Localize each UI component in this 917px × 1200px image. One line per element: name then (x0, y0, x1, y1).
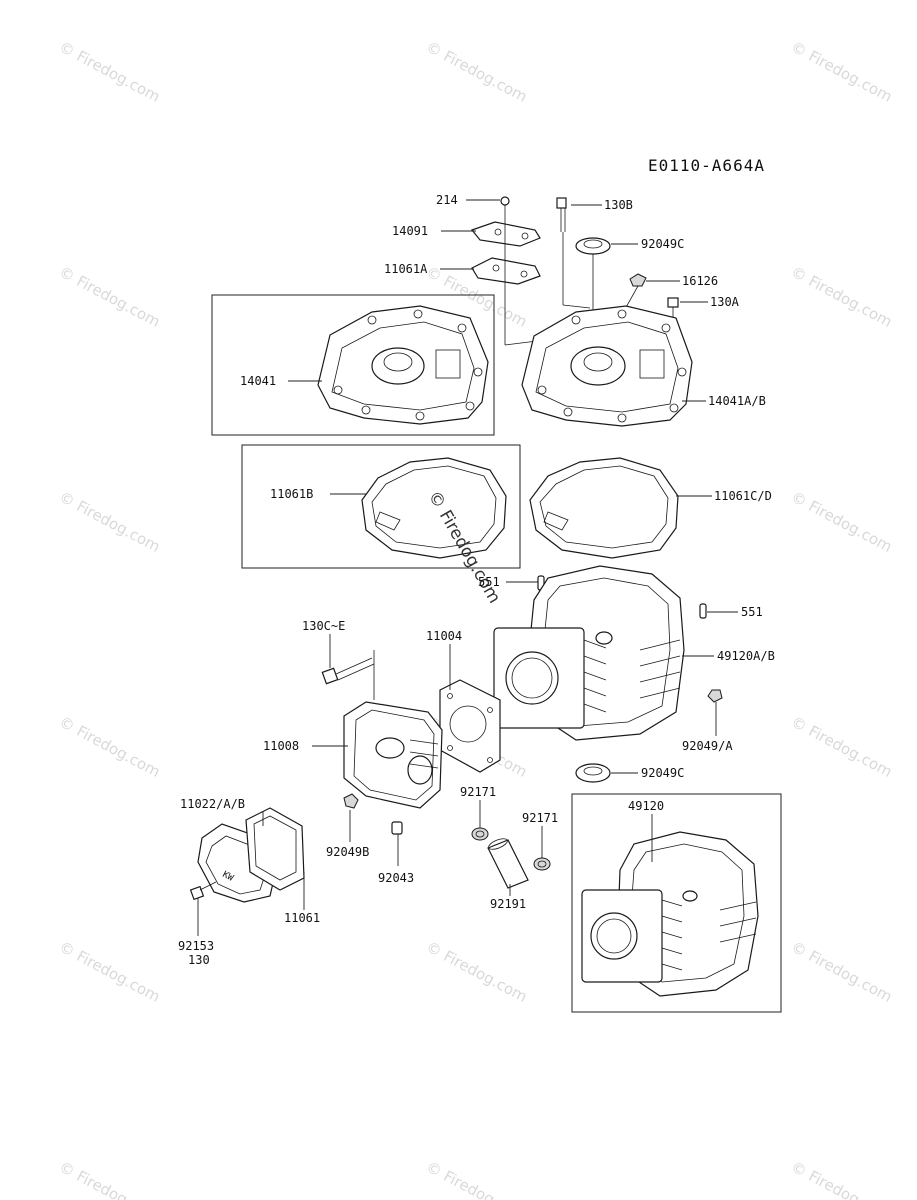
inset-frame-14041 (211, 294, 495, 436)
watermark: © Firedog.com (56, 938, 163, 1006)
label-92049C-top[interactable]: 92049C (641, 237, 684, 251)
label-130[interactable]: 130 (188, 953, 210, 967)
label-130B[interactable]: 130B (604, 198, 633, 212)
watermark: © Firedog.com (788, 488, 895, 556)
dowel-pin-551-right-part (699, 603, 707, 619)
oil-seal-92049C-bottom-part (575, 763, 611, 783)
bolt-214-part (500, 196, 510, 220)
inset-frame-49120 (571, 793, 782, 1013)
crankcase-49120-part (581, 831, 759, 997)
label-14041AB[interactable]: 14041A/B (708, 394, 766, 408)
label-92171-a[interactable]: 92171 (460, 785, 496, 799)
label-92153[interactable]: 92153 (178, 939, 214, 953)
plate-14091-part (471, 221, 541, 247)
bracket-16126-part (629, 273, 647, 287)
label-130A[interactable]: 130A (710, 295, 740, 309)
watermark: © Firedog.com (788, 1158, 895, 1200)
label-14091[interactable]: 14091 (392, 224, 428, 238)
leader-lines (197, 199, 738, 936)
label-551-left[interactable]: 551 (478, 575, 500, 589)
nut-92049B-part (343, 793, 359, 809)
label-92049B[interactable]: 92049B (326, 845, 369, 859)
diagram-reference-code: E0110-A664A (648, 156, 765, 175)
crankcase-cover-14041AB-part (521, 305, 693, 427)
gasket-11061CD-part (529, 457, 679, 559)
label-92191[interactable]: 92191 (490, 897, 526, 911)
part-labels: 214 130B 14091 92049C 11061A 16126 130A … (178, 193, 775, 967)
oil-seal-92049C-top-part (575, 237, 611, 330)
inset-frame-11061B (241, 444, 521, 569)
label-49120AB[interactable]: 49120A/B (717, 649, 775, 663)
clamp-92171-b-part (533, 857, 551, 871)
label-130CE[interactable]: 130C~E (302, 619, 345, 633)
label-11004[interactable]: 11004 (426, 629, 462, 643)
watermark: © Firedog.com (56, 1158, 163, 1200)
label-16126[interactable]: 16126 (682, 274, 718, 288)
head-gasket-11004-part (439, 679, 501, 773)
label-92049C-bottom[interactable]: 92049C (641, 766, 684, 780)
label-214[interactable]: 214 (436, 193, 458, 207)
clamp-92171-a-part (471, 827, 489, 841)
bolt-130CE-part (321, 650, 375, 700)
label-11022AB[interactable]: 11022/A/B (180, 797, 245, 811)
hose-92191-part (487, 838, 529, 889)
svg-text:KW: KW (221, 870, 236, 884)
watermark: © Firedog.com (423, 1158, 530, 1200)
part-drawings: KW (189, 196, 759, 997)
label-92049A[interactable]: 92049/A (682, 739, 733, 753)
label-11061[interactable]: 11061 (284, 911, 320, 925)
gasket-11061B-part (361, 457, 507, 559)
pin-92043-part (391, 821, 403, 835)
watermark: © Firedog.com (56, 713, 163, 781)
label-92043[interactable]: 92043 (378, 871, 414, 885)
watermark: © Firedog.com (788, 938, 895, 1006)
watermark: © Firedog.com (56, 488, 163, 556)
label-11061CD[interactable]: 11061C/D (714, 489, 772, 503)
label-551-right[interactable]: 551 (741, 605, 763, 619)
nut-92049A-part (707, 689, 723, 703)
bolt-92153-part (189, 881, 217, 901)
label-49120[interactable]: 49120 (628, 799, 664, 813)
watermark: © Firedog.com (56, 263, 163, 331)
cylinder-head-11008-part (343, 701, 443, 809)
label-11061B[interactable]: 11061B (270, 487, 313, 501)
bolt-130B-part (556, 197, 591, 309)
gasket-11061A-part (471, 257, 541, 285)
watermark-layer: © Firedog.com © Firedog.com © Firedog.co… (56, 38, 895, 1200)
label-92171-b[interactable]: 92171 (522, 811, 558, 825)
label-14041[interactable]: 14041 (240, 374, 276, 388)
label-11061A[interactable]: 11061A (384, 262, 428, 276)
watermark: © Firedog.com (788, 713, 895, 781)
watermark: © Firedog.com (56, 38, 163, 106)
watermark: © Firedog.com (788, 38, 895, 106)
watermark: © Firedog.com (423, 38, 530, 106)
watermark: © Firedog.com (788, 263, 895, 331)
crankcase-49120AB-part (493, 565, 685, 741)
label-11008[interactable]: 11008 (263, 739, 299, 753)
watermark: © Firedog.com (423, 938, 530, 1006)
crankcase-cover-14041-part (317, 305, 489, 425)
